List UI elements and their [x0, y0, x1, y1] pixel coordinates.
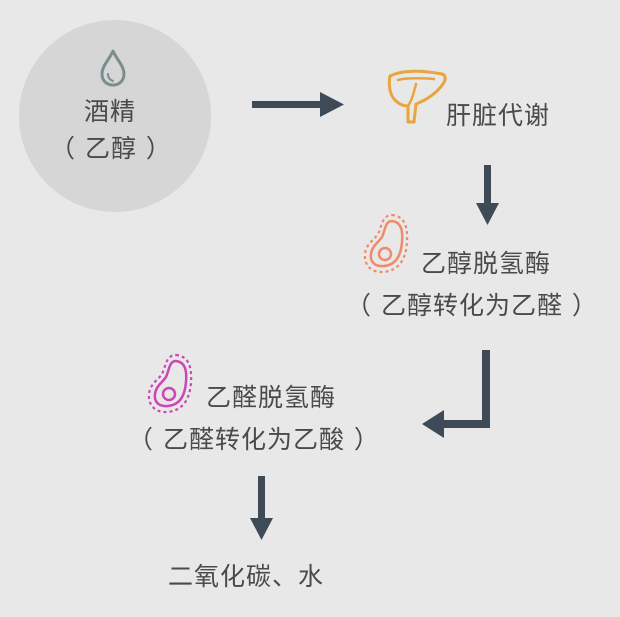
adh-cell-icon: [363, 213, 409, 274]
water-drop-icon: [100, 49, 126, 87]
aldh-subtitle: （ 乙醛转化为乙酸 ）: [128, 425, 380, 454]
aldh-cell-icon: [147, 353, 193, 414]
liver-icon: [387, 69, 447, 124]
arrow-down-1: [476, 165, 499, 225]
aldh-title: 乙醛脱氢酶: [206, 383, 337, 412]
arrow-right: [252, 92, 344, 117]
liver-title: 肝脏代谢: [446, 101, 551, 130]
alcohol-title: 酒精: [84, 97, 137, 126]
adh-title: 乙醇脱氢酶: [421, 249, 552, 278]
arrow-down-2: [250, 476, 273, 540]
arrow-elbow: [422, 350, 490, 438]
adh-subtitle: （ 乙醇转化为乙醛 ）: [346, 291, 598, 320]
end-products: 二氧化碳、水: [168, 562, 325, 591]
alcohol-subtitle: （ 乙醇 ）: [50, 134, 172, 163]
